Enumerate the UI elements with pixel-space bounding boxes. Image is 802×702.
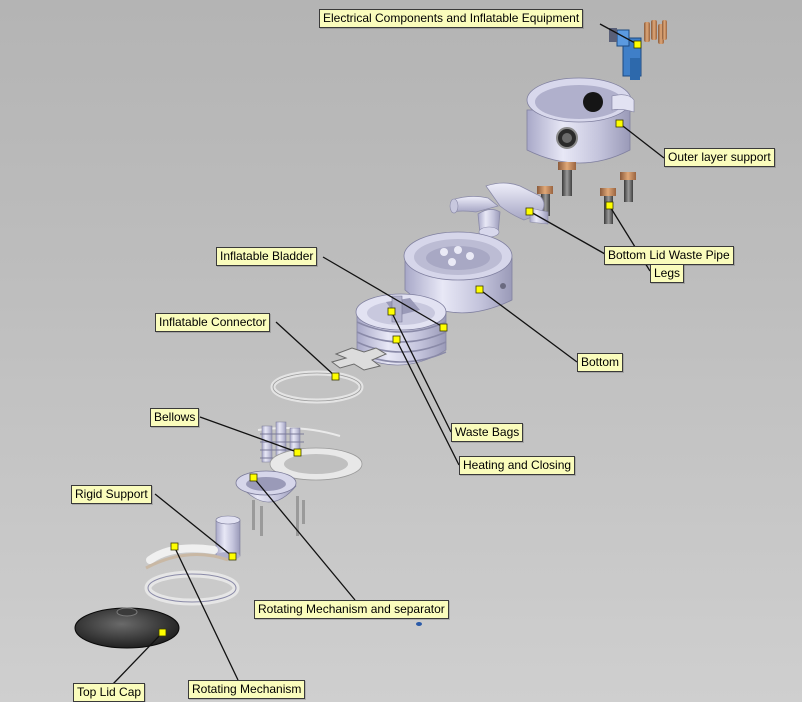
label-top-lid-cap: Top Lid Cap <box>73 683 146 702</box>
stray-blue-dot <box>416 622 422 626</box>
marker-rot-sep <box>249 473 258 482</box>
bellows-disk-part <box>269 447 363 481</box>
outer-layer-support-part <box>526 77 635 164</box>
leader-heating <box>395 338 460 466</box>
marker-bladder <box>439 323 448 332</box>
rigid-support-part <box>215 515 241 560</box>
marker-rigid-support <box>228 552 237 561</box>
leader-waste-pipe <box>528 210 606 255</box>
marker-bottom <box>475 285 484 294</box>
marker-electrical <box>633 40 642 49</box>
leader-waste-bags <box>390 310 452 433</box>
leader-bellows <box>199 416 298 453</box>
label-rigid-support: Rigid Support <box>71 485 152 504</box>
leader-bottom <box>478 288 578 363</box>
marker-outer-support <box>615 119 624 128</box>
marker-top-cap <box>158 628 167 637</box>
leader-connector <box>275 321 336 377</box>
label-inflatable-bladder: Inflatable Bladder <box>216 247 318 266</box>
marker-rot-mech <box>170 542 179 551</box>
label-bottom-lid-waste-pipe: Bottom Lid Waste Pipe <box>604 246 734 265</box>
marker-connector <box>331 372 340 381</box>
leader-rot-mech <box>173 545 239 681</box>
marker-bellows <box>293 448 302 457</box>
connector-ring-part <box>270 370 364 404</box>
label-waste-bags: Waste Bags <box>451 423 524 442</box>
marker-heating <box>392 335 401 344</box>
leader-electrical <box>599 23 638 45</box>
label-bellows: Bellows <box>150 408 200 427</box>
anchor-markers <box>158 40 642 637</box>
label-outer-layer-support: Outer layer support <box>664 148 775 167</box>
bottom-part <box>403 231 513 314</box>
leader-rigid-support <box>154 493 233 557</box>
marker-waste-bags <box>387 307 396 316</box>
marker-waste-pipe <box>525 207 534 216</box>
label-heating-and-closing: Heating and Closing <box>459 456 576 475</box>
label-rotating-mechanism: Rotating Mechanism <box>188 680 306 699</box>
legs-part <box>537 162 636 224</box>
label-inflatable-connector: Inflatable Connector <box>155 313 271 332</box>
label-legs: Legs <box>650 264 685 283</box>
inflatable-connector-part <box>330 347 388 371</box>
label-rotating-mechanism-separator: Rotating Mechanism and separator <box>254 600 449 619</box>
leader-rot-sep <box>252 476 356 601</box>
leader-top-cap <box>112 631 164 685</box>
label-bottom: Bottom <box>577 353 624 372</box>
label-electrical-components: Electrical Components and Inflatable Equ… <box>319 9 584 28</box>
leader-bladder <box>322 256 444 328</box>
top-lid-cap-part <box>74 607 180 649</box>
electrical-components-part <box>609 20 667 80</box>
leader-outer-support <box>618 122 665 159</box>
marker-legs <box>605 201 614 210</box>
